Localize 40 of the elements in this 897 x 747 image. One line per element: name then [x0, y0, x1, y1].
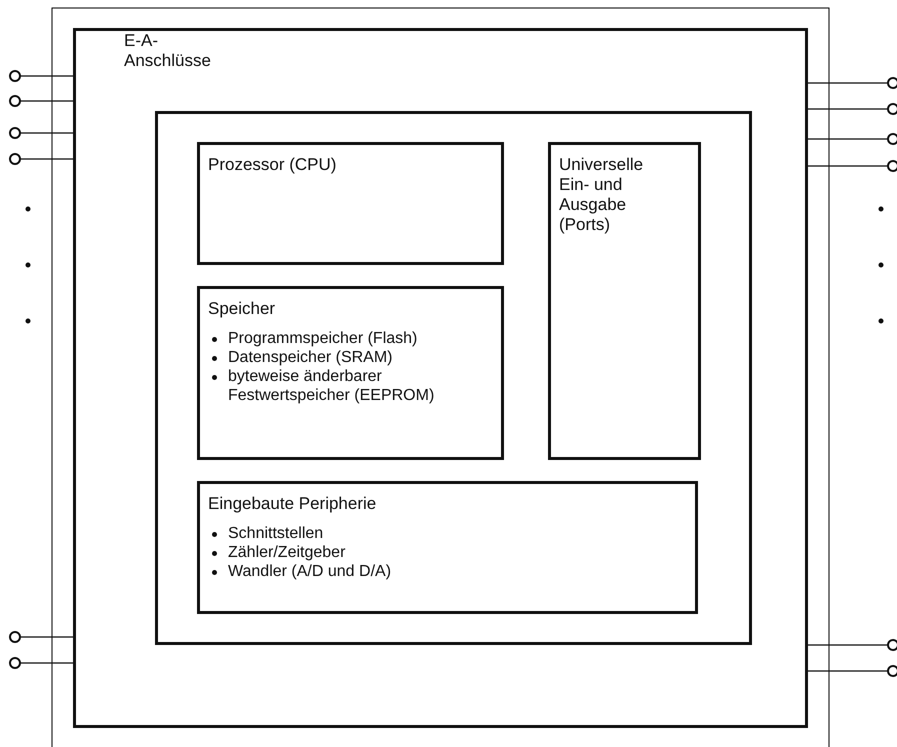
list-item: byteweise änderbarer Festwertspeicher (EEPROM): [228, 367, 436, 405]
section-label: E-A- Anschlüsse: [124, 31, 212, 71]
pin-terminal: [9, 127, 21, 139]
pin-terminal: [887, 77, 897, 89]
pin-terminal: [887, 665, 897, 677]
pin-terminal: [9, 95, 21, 107]
pin-line: [808, 165, 887, 167]
pin-terminal: [9, 657, 21, 669]
block-box: [548, 142, 701, 460]
pin-terminal: [887, 639, 897, 651]
chip-core-box: [155, 111, 752, 645]
pin-terminal: [9, 70, 21, 82]
pin-line: [21, 100, 73, 102]
pin-terminal: [887, 160, 897, 172]
pin-line: [808, 82, 887, 84]
list-item: Wandler (A/D und D/A): [228, 562, 392, 581]
block-box: [197, 142, 504, 265]
block-title: Speicher: [208, 299, 276, 319]
pin-line: [808, 644, 887, 646]
pin-line: [808, 670, 887, 672]
list-item: Schnittstellen: [228, 524, 324, 543]
pin-line: [21, 75, 73, 77]
list-item: Programmspeicher (Flash): [228, 329, 418, 348]
pin-terminal: [9, 153, 21, 165]
pin-terminal: [887, 133, 897, 145]
block-title: Universelle Ein- und Ausgabe (Ports): [559, 155, 644, 235]
pin-terminal: [887, 103, 897, 115]
pin-line: [21, 636, 73, 638]
pin-line: [808, 138, 887, 140]
pin-line: [808, 108, 887, 110]
block-box: [197, 286, 504, 460]
list-item: Datenspeicher (SRAM): [228, 348, 392, 367]
block-title: Eingebaute Peripherie: [208, 494, 376, 514]
pin-line: [21, 132, 73, 134]
block-box: [197, 481, 698, 614]
list-item: Zähler/Zeitgeber: [228, 543, 346, 562]
block-title: Prozessor (CPU): [208, 155, 336, 175]
pin-line: [21, 662, 73, 664]
pin-terminal: [9, 631, 21, 643]
pin-line: [21, 158, 73, 160]
